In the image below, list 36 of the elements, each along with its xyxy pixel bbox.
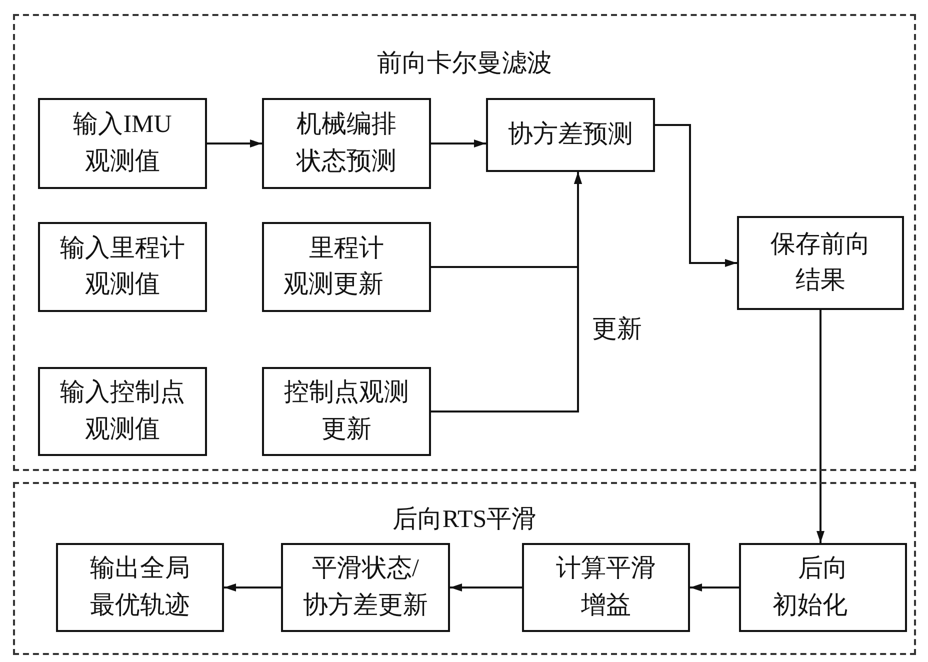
box-label: 协方差预测 [507, 120, 634, 150]
process-box [262, 222, 431, 312]
process-box [262, 367, 431, 456]
box-label: 控制点观测更新 [283, 378, 410, 444]
box-label: 保存前向结果 [770, 230, 872, 296]
arrow [224, 584, 281, 592]
arrow [655, 124, 737, 267]
process-box [281, 543, 450, 632]
process-box [38, 98, 207, 189]
dashed-group-frame [13, 14, 916, 471]
group-title: 后向RTS平滑 [392, 505, 537, 535]
box-label: 里程计观测更新 [282, 234, 385, 300]
arrow [431, 172, 582, 412]
arrow [207, 140, 262, 148]
process-box [262, 98, 431, 189]
process-box [522, 543, 690, 632]
process-box [737, 216, 904, 310]
dashed-group-frame [13, 482, 916, 655]
arrow [431, 140, 486, 148]
box-label: 输出全局最优轨迹 [89, 554, 191, 620]
process-box [38, 367, 207, 456]
process-box [486, 98, 655, 172]
box-label: 机械编排状态预测 [295, 110, 398, 176]
box-label: 输入控制点观测值 [59, 378, 186, 444]
group-title: 前向卡尔曼滤波 [377, 49, 552, 79]
box-label: 输入里程计观测值 [59, 234, 186, 300]
box-label: 平滑状态/协方差更新 [302, 554, 429, 620]
process-box [56, 543, 224, 632]
process-box [38, 222, 207, 312]
box-label: 后向初始化 [772, 554, 849, 620]
arrow [816, 310, 824, 543]
box-label: 计算平滑增益 [555, 554, 657, 620]
arrow [450, 584, 522, 592]
process-box [739, 543, 907, 632]
box-label: 输入IMU观测值 [72, 110, 173, 176]
arrow [690, 584, 739, 592]
